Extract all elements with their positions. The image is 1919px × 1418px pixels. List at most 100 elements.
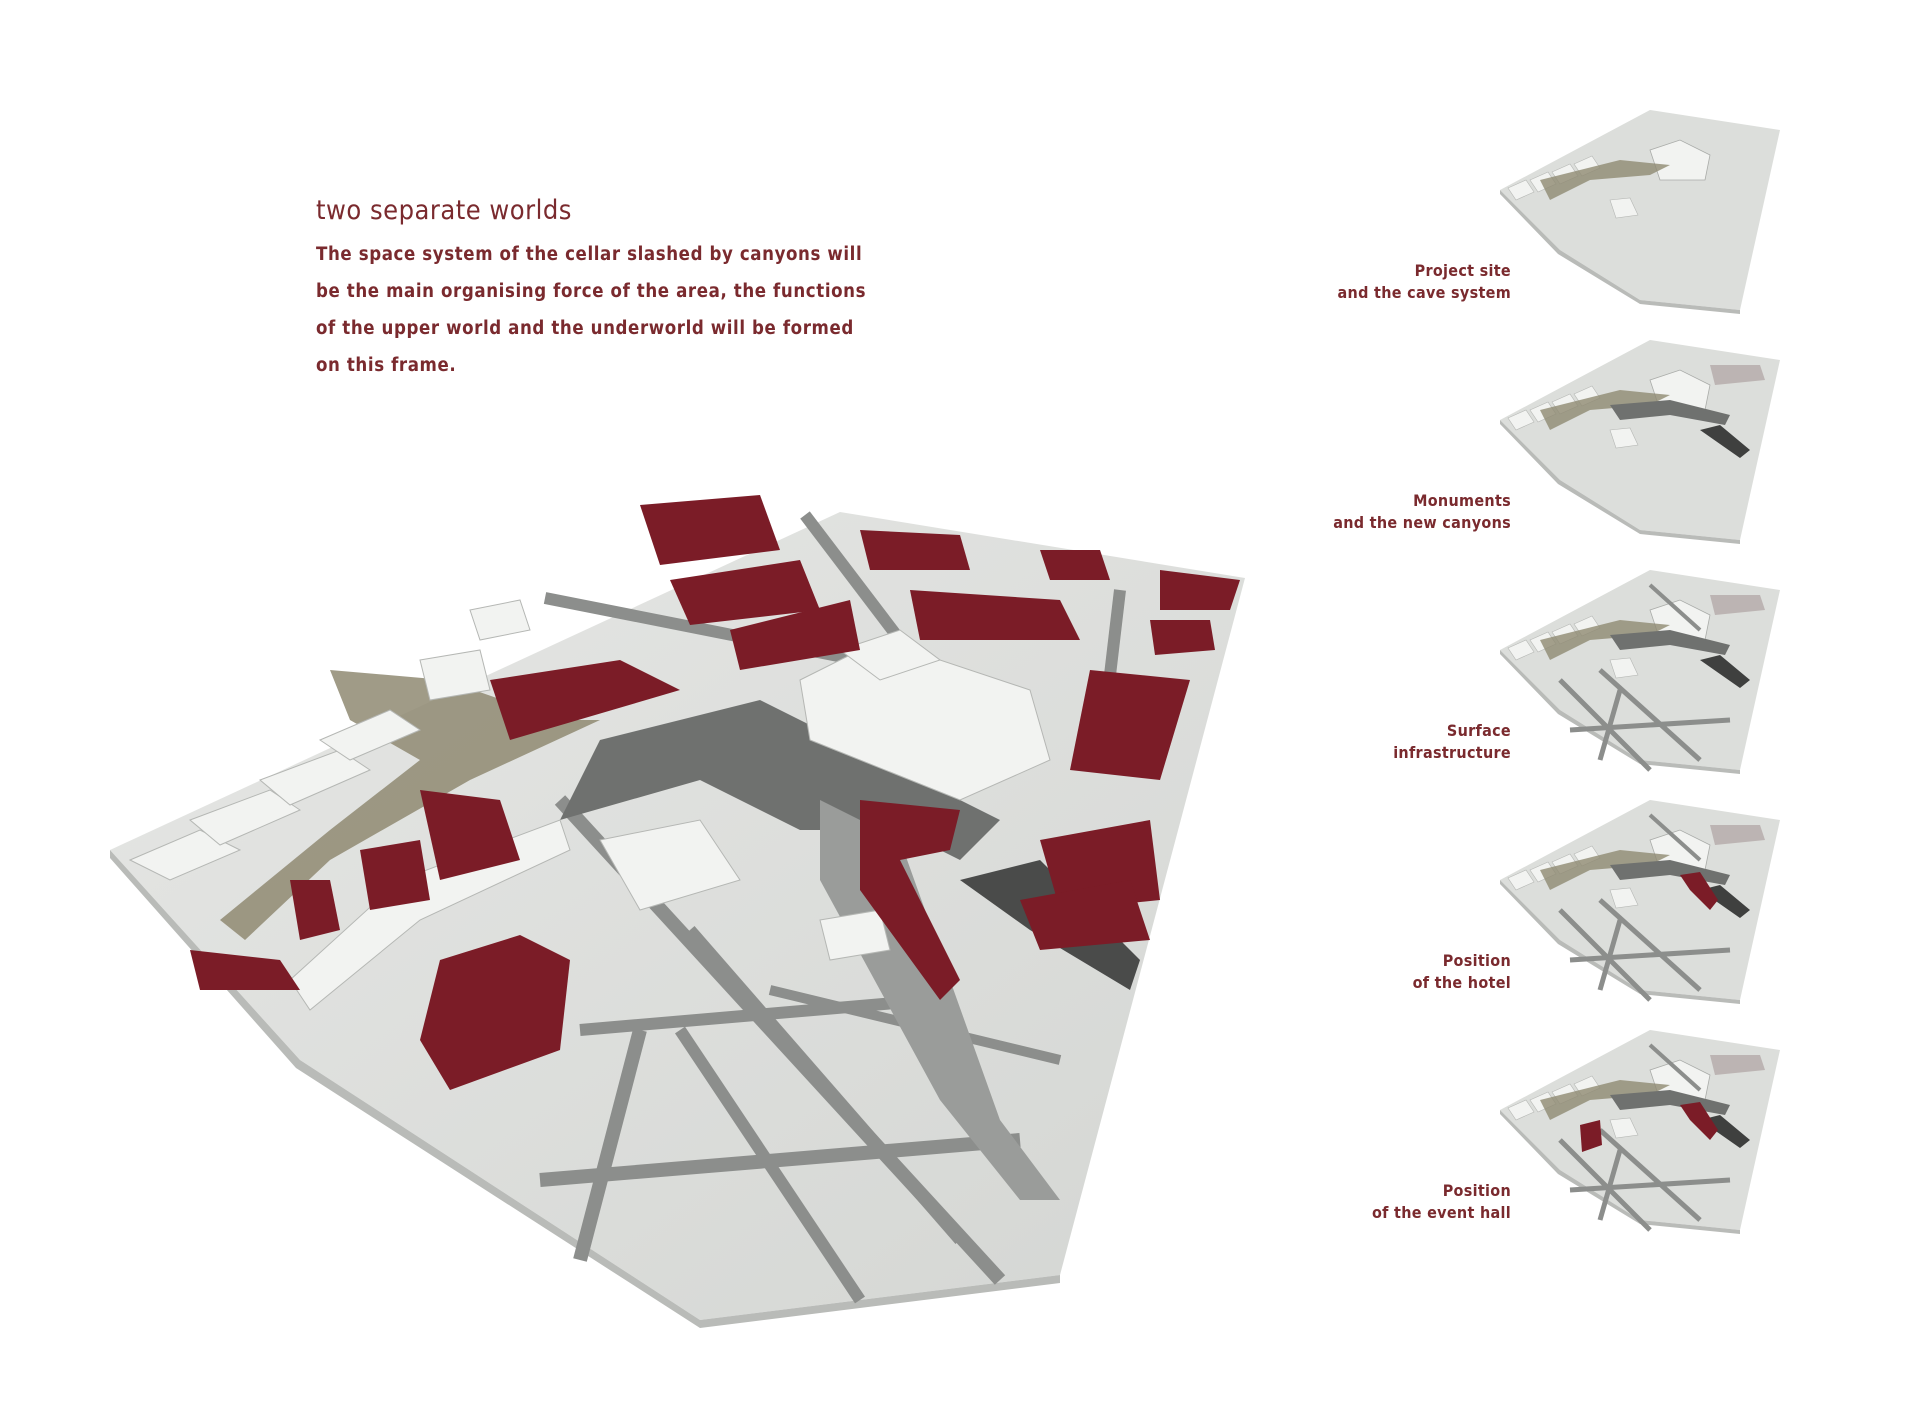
thumb-ground-edge	[1500, 190, 1740, 314]
red-building	[1150, 620, 1215, 655]
thumb-road	[1597, 689, 1623, 761]
step-label-3: Surface infrastructure	[1393, 721, 1511, 762]
thumbnail-model	[1500, 110, 1780, 314]
monument-block	[128, 829, 242, 881]
monument-block	[838, 629, 942, 681]
monument-block	[469, 599, 531, 641]
thumb-ground-edge	[1500, 650, 1740, 774]
red-building	[290, 880, 340, 940]
thumb-canyon	[1710, 595, 1765, 615]
thumb-road	[1558, 678, 1652, 772]
red-building	[360, 840, 430, 910]
thumb-road	[1648, 583, 1702, 632]
page-title: two separate worlds	[316, 195, 572, 226]
road	[573, 1028, 647, 1262]
road	[539, 1133, 1021, 1187]
thumb-block	[1609, 197, 1639, 219]
thumb-block	[1507, 639, 1535, 661]
red-building	[190, 950, 300, 990]
intro-line: on this frame.	[316, 355, 457, 376]
thumb-ground-edge	[1500, 420, 1740, 544]
road	[579, 994, 931, 1036]
thumb-road	[1648, 1043, 1702, 1092]
monument-block	[819, 909, 891, 961]
monument-block	[419, 649, 491, 701]
monument-block	[599, 819, 741, 911]
red-building	[730, 600, 860, 670]
red-building	[910, 590, 1080, 640]
red-building	[490, 660, 680, 740]
thumb-block	[1609, 657, 1639, 679]
thumb-ground	[1500, 340, 1780, 540]
thumb-canyon	[1700, 655, 1750, 688]
cave-path	[220, 670, 600, 940]
red-building	[1020, 880, 1150, 950]
thumb-cave	[1540, 390, 1670, 430]
intro-line: of the upper world and the underworld wi…	[316, 318, 854, 339]
red-building	[860, 800, 960, 1000]
red-building	[1160, 570, 1240, 610]
thumb-road	[1648, 813, 1702, 862]
thumb-monument	[1649, 139, 1711, 181]
road	[675, 1026, 865, 1304]
thumb-hotel	[1680, 1102, 1718, 1140]
thumb-road	[1598, 1128, 1702, 1222]
thumb-canyon	[1710, 825, 1765, 845]
thumb-road	[1598, 668, 1702, 762]
thumbnail-model	[1500, 570, 1780, 774]
thumb-road	[1558, 1138, 1652, 1232]
road	[800, 511, 905, 644]
thumb-canyon	[1700, 425, 1750, 458]
red-buildings	[190, 495, 1240, 1090]
red-building	[860, 530, 970, 570]
thumb-road	[1597, 1149, 1623, 1221]
thumb-cave	[1540, 620, 1670, 660]
thumb-block	[1507, 409, 1535, 431]
thumb-road	[1598, 898, 1702, 992]
thumbnail-model	[1500, 800, 1780, 1004]
thumb-block	[1507, 1099, 1535, 1121]
intro-line: The space system of the cellar slashed b…	[316, 244, 863, 265]
thumb-road	[1569, 947, 1731, 963]
monument-block	[189, 789, 302, 846]
intro-paragraph: The space system of the cellar slashed b…	[316, 236, 916, 384]
thumb-hotel	[1680, 872, 1718, 910]
thumb-block	[1609, 887, 1639, 909]
thumbnail-model	[1500, 1030, 1780, 1234]
thumb-block	[1609, 1117, 1639, 1139]
thumb-block	[1609, 427, 1639, 449]
thumb-block	[1507, 179, 1535, 201]
thumb-event-hall	[1580, 1120, 1602, 1152]
thumb-ground-edge	[1500, 1110, 1740, 1234]
thumb-canyon	[1610, 400, 1730, 425]
monument-blocks	[128, 599, 1051, 1011]
red-building	[420, 935, 570, 1090]
monument-block	[318, 709, 422, 761]
thumb-ground	[1500, 110, 1780, 310]
intro-line: be the main organising force of the area…	[316, 281, 867, 302]
thumbnail-model	[1500, 340, 1780, 544]
thumb-canyon	[1710, 1055, 1765, 1075]
intro-text-block: two separate worlds The space system of …	[316, 195, 916, 384]
red-building	[1040, 550, 1110, 580]
red-building	[640, 495, 780, 565]
thumb-cave	[1540, 850, 1670, 890]
thumb-cave	[1540, 160, 1670, 200]
thumb-canyon	[1710, 365, 1765, 385]
thumb-cave	[1540, 1080, 1670, 1120]
thumb-block	[1507, 869, 1535, 891]
thumb-road	[1597, 919, 1623, 991]
red-building	[420, 790, 520, 880]
red-building	[670, 560, 820, 625]
monument-block	[259, 749, 372, 806]
thumb-road	[1558, 908, 1652, 1002]
road	[685, 926, 965, 1244]
step-label-2: Monuments and the new canyons	[1333, 491, 1511, 532]
thumb-canyon	[1610, 630, 1730, 655]
thumb-road	[1569, 717, 1731, 733]
thumb-ground-edge	[1500, 880, 1740, 1004]
red-building	[1070, 670, 1190, 780]
thumb-road	[1569, 1177, 1731, 1193]
